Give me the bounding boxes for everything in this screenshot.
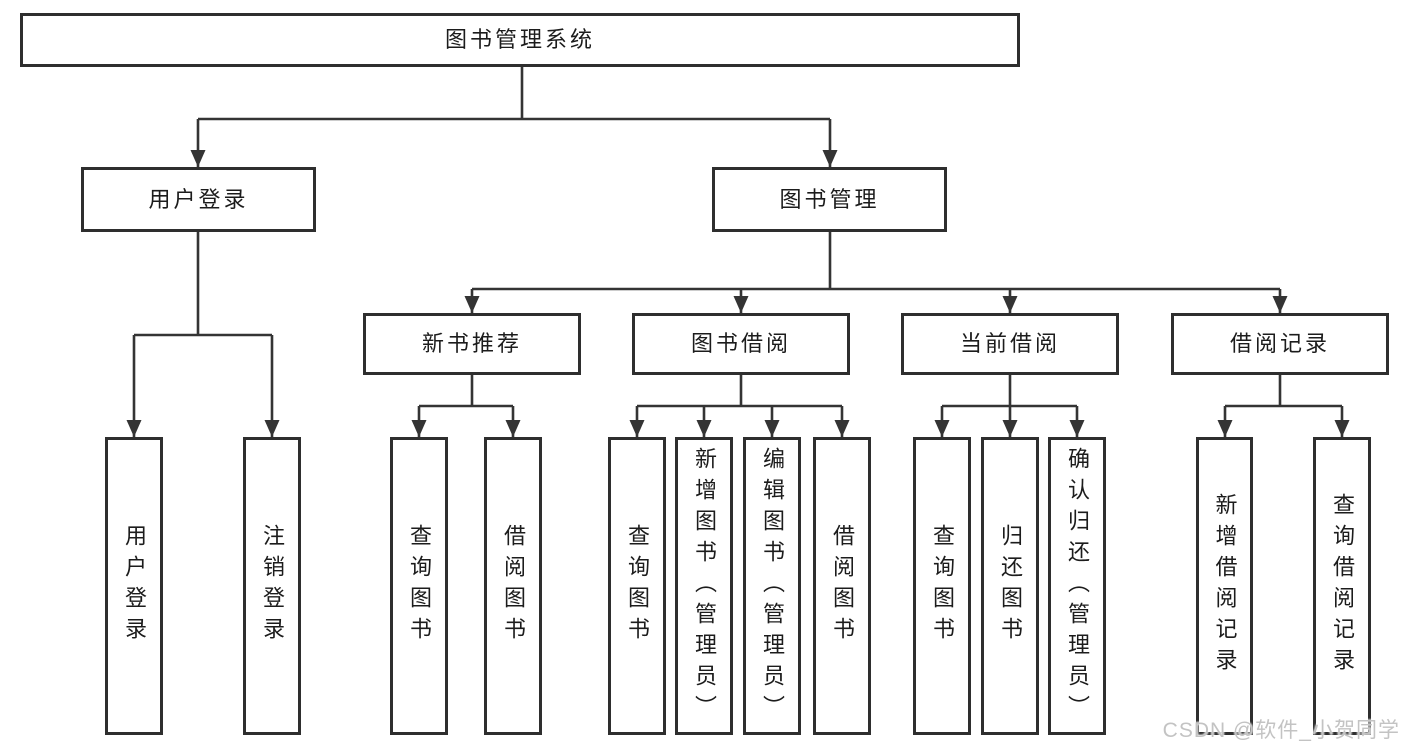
leaf-logout: 注销登录: [243, 437, 301, 735]
leaf-borrow-borrow-books: 借阅图书: [813, 437, 871, 735]
leaf-borrow-add-books-admin: 新增图书（管理员）: [675, 437, 733, 735]
leaf-label: 借阅图书: [501, 524, 526, 648]
leaf-label: 新增图书（管理员）: [692, 446, 717, 726]
leaf-label: 确认归还（管理员）: [1065, 446, 1090, 726]
connector-current-borrow-to-leaves: [934, 375, 1085, 437]
leaf-label: 用户登录: [122, 524, 147, 648]
node-book-management: 图书管理: [712, 167, 947, 232]
leaf-label: 借阅图书: [830, 524, 855, 648]
connector-borrow-record-to-leaves: [1217, 375, 1350, 437]
leaf-current-confirm-return-admin: 确认归还（管理员）: [1048, 437, 1106, 735]
node-new-book-recommend: 新书推荐: [363, 313, 581, 375]
node-root-system: 图书管理系统: [20, 13, 1020, 67]
node-label: 图书管理系统: [444, 27, 595, 52]
leaf-label: 注销登录: [260, 524, 285, 648]
leaf-recommend-borrow-books: 借阅图书: [484, 437, 542, 735]
leaf-record-query-record: 查询借阅记录: [1313, 437, 1371, 735]
node-borrow-record: 借阅记录: [1171, 313, 1389, 375]
leaf-recommend-query-books: 查询图书: [390, 437, 448, 735]
connector-root-to-level2: [190, 67, 838, 167]
leaf-label: 查询图书: [407, 524, 432, 648]
node-label: 当前借阅: [959, 331, 1060, 356]
leaf-label: 查询图书: [625, 524, 650, 648]
leaf-user-login: 用户登录: [105, 437, 163, 735]
leaf-label: 编辑图书（管理员）: [760, 446, 785, 726]
leaf-label: 归还图书: [998, 524, 1023, 648]
connector-book-management-to-level3: [464, 232, 1288, 313]
connector-user-login-to-leaves: [126, 232, 280, 437]
leaf-label: 查询借阅记录: [1330, 493, 1355, 679]
node-label: 借阅记录: [1229, 331, 1330, 356]
node-label: 用户登录: [148, 186, 249, 212]
leaf-borrow-query-books: 查询图书: [608, 437, 666, 735]
leaf-current-query-books: 查询图书: [913, 437, 971, 735]
connector-book-borrow-to-leaves: [629, 375, 850, 437]
node-user-login: 用户登录: [81, 167, 316, 232]
leaf-borrow-edit-books-admin: 编辑图书（管理员）: [743, 437, 801, 735]
node-book-borrow: 图书借阅: [632, 313, 850, 375]
node-label: 新书推荐: [421, 331, 522, 356]
node-label: 图书管理: [779, 186, 880, 212]
connector-new-book-to-leaves: [411, 375, 521, 437]
node-label: 图书借阅: [690, 331, 791, 356]
leaf-record-add-record: 新增借阅记录: [1196, 437, 1253, 735]
leaf-current-return-books: 归还图书: [981, 437, 1039, 735]
leaf-label: 查询图书: [930, 524, 955, 648]
node-current-borrow: 当前借阅: [901, 313, 1119, 375]
leaf-label: 新增借阅记录: [1212, 493, 1238, 679]
